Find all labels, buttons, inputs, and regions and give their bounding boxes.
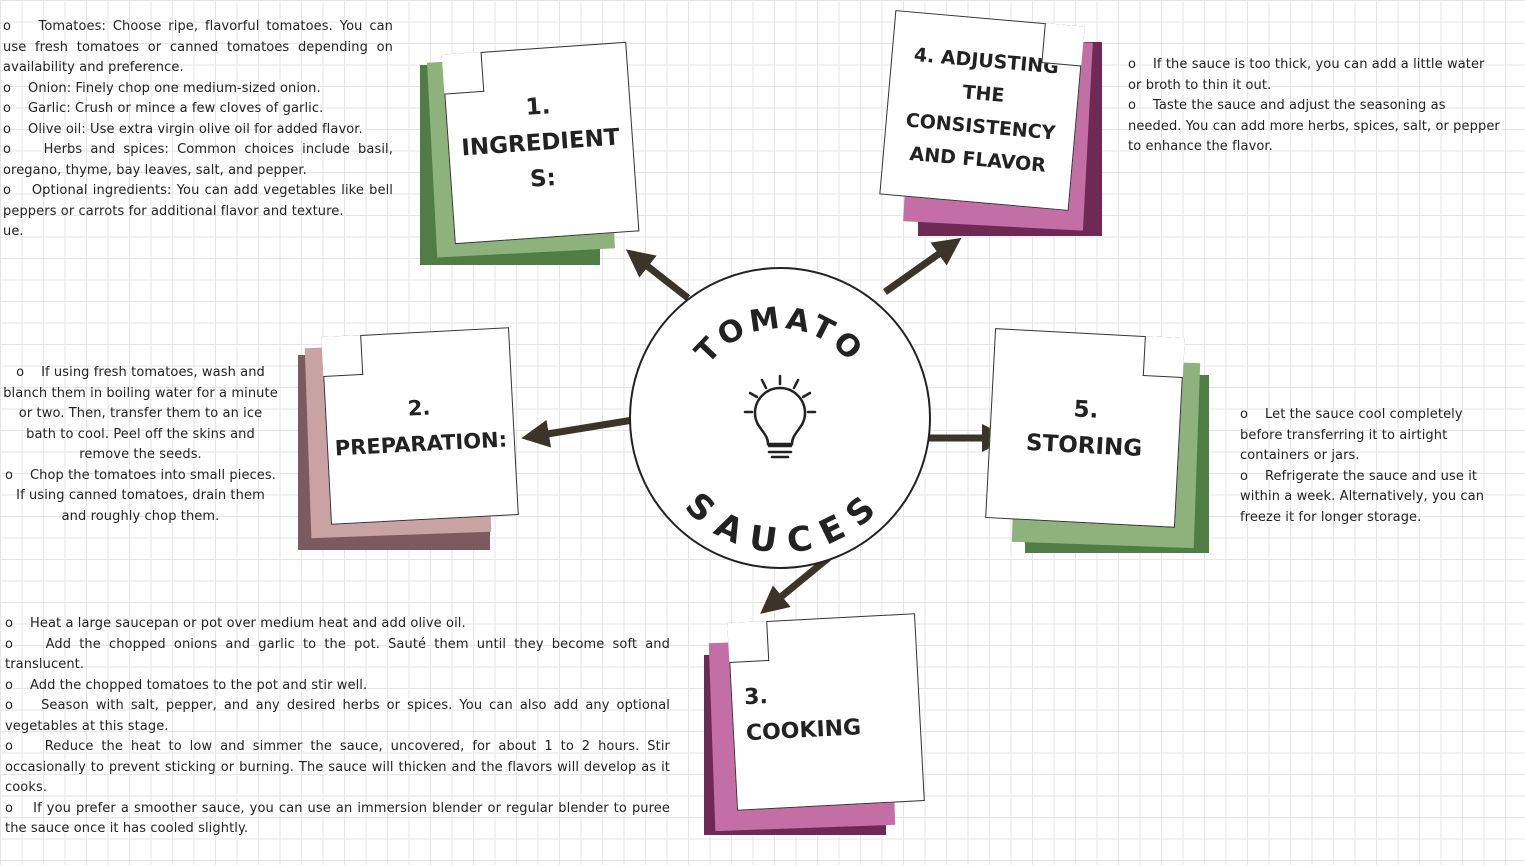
note-card: 1. INGREDIENT S: <box>441 41 640 245</box>
ingredients-list: o Tomatoes: Choose ripe, flavorful tomat… <box>3 17 393 243</box>
arrow-to-preparation <box>521 416 634 448</box>
folded-corner <box>727 620 770 663</box>
arrow-to-ingredients <box>625 249 691 301</box>
preparation-item: Chop the tomatoes into small pieces. If … <box>16 467 277 524</box>
preparation-item: If using fresh tomatoes, wash and blanch… <box>3 365 278 462</box>
storing-item: Refrigerate the sauce and use it within … <box>1240 468 1485 525</box>
lightbulb-icon <box>743 374 817 459</box>
arrow-to-cooking <box>760 552 835 614</box>
ingredient-item: Herbs and spices: Common choices include… <box>3 142 394 178</box>
bullet: o <box>3 19 12 34</box>
ingredient-item: Onion: Finely chop one medium-sized onio… <box>27 80 321 96</box>
adjusting-item: If the sauce is too thick, you can add a… <box>1128 57 1485 93</box>
section-title-ingredients: 1. INGREDIENT S: <box>460 93 621 193</box>
center-topic: TOMATO SAUCES <box>629 267 931 569</box>
folded-corner <box>1142 336 1185 379</box>
cooking-item: Heat a large saucepan or pot over medium… <box>29 616 466 631</box>
folded-corner <box>1041 23 1085 67</box>
cooking-item: Reduce the heat to low and simmer the sa… <box>5 739 670 795</box>
cooking-item: Season with salt, pepper, and any desire… <box>5 698 671 734</box>
storing-item: Let the sauce cool completely before tra… <box>1240 407 1463 463</box>
folded-corner <box>441 51 485 95</box>
note-card: 2. PREPARATION: <box>321 327 519 525</box>
ingredient-item: Optional ingredients: You can add vegeta… <box>3 183 394 219</box>
section-title-storing: 5. STORING <box>1025 396 1143 462</box>
cooking-item: Add the chopped tomatoes to the pot and … <box>29 677 368 693</box>
ingredient-item: Garlic: Crush or mince a few cloves of g… <box>27 101 324 116</box>
note-card: 4. ADJUSTING THE CONSISTENCY AND FLAVOR <box>879 10 1085 211</box>
arrow-to-adjusting <box>882 237 962 295</box>
ingredient-item: Olive oil: Use extra virgin olive oil fo… <box>27 121 363 137</box>
trailing-fragment: ue. <box>3 224 24 239</box>
folded-corner <box>321 334 364 377</box>
preparation-list: o If using fresh tomatoes, wash and blan… <box>3 365 278 524</box>
note-card: 5. STORING <box>985 328 1185 528</box>
section-title-preparation: 2. PREPARATION: <box>334 395 508 461</box>
adjusting-item: Taste the sauce and adjust the seasoning… <box>1128 98 1500 154</box>
storing-list: o Let the sauce cool completely before t… <box>1240 407 1485 525</box>
adjusting-list: o If the sauce is too thick, you can add… <box>1128 57 1500 154</box>
cooking-item: Add the chopped onions and garlic to the… <box>5 636 670 673</box>
section-title-cooking: 3. COOKING <box>743 684 862 747</box>
note-card: 3. COOKING <box>727 613 925 811</box>
cooking-list: o Heat a large saucepan or pot over medi… <box>5 616 671 837</box>
cooking-item: If you prefer a smoother sauce, you can … <box>5 800 670 837</box>
ingredient-item: Tomatoes: Choose ripe, flavorful tomatoe… <box>3 19 393 75</box>
